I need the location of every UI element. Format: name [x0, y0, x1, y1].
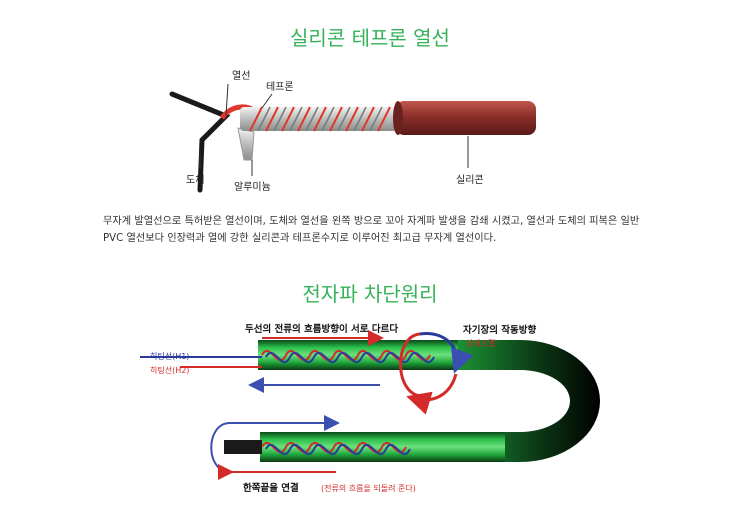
conductor-wire — [169, 91, 231, 193]
current-note: 두선의 전류의 흐름방향이 서로 다르다 — [245, 323, 398, 335]
section2-title: 전자파 차단원리 — [302, 282, 438, 306]
field-arrow-right-top — [419, 332, 474, 374]
upper-spiral — [261, 349, 435, 364]
aluminum-foil-strip — [237, 127, 255, 161]
leader-heating-wire — [225, 83, 229, 117]
lower-tube — [260, 432, 510, 462]
description-line-2: PVC 열선보다 인장력과 열에 강한 실리콘과 테프론수지로 이루어진 최고급… — [103, 233, 497, 244]
label-heating-wire: 열선 — [232, 70, 250, 82]
magnetic-sub: 상쇄소멸 — [466, 338, 495, 348]
emf-diagram: 두선의 전류의 흐름방향이 서로 다르다 자기장의 작동방향 상쇄소멸 히팅선(… — [140, 323, 600, 494]
label-aluminum: 알루미늄 — [234, 181, 271, 193]
description-line-1: 무자계 발열선으로 특허받은 열선이며, 도체와 열선을 왼쪽 방으로 꼬아 자… — [103, 216, 640, 227]
end-plug — [224, 440, 262, 454]
spiral-wraps — [249, 106, 391, 132]
description: 무자계 발열선으로 특허받은 열선이며, 도체와 열선을 왼쪽 방으로 꼬아 자… — [103, 213, 648, 247]
cable-illustration: 열선 테프론 도체 알루미늄 실리콘 — [169, 70, 536, 193]
label-silicone: 실리콘 — [456, 174, 484, 186]
label-h1: 히팅선(H1) — [150, 351, 189, 361]
magnetic-title: 자기장의 작동방향 — [463, 324, 536, 336]
leader-teflon — [261, 93, 273, 109]
silicone-jacket — [396, 101, 536, 135]
lower-spiral — [261, 441, 411, 456]
end-note: (전류의 흐름을 되돌려 준다) — [321, 483, 416, 493]
label-h2: 히팅선(H2) — [150, 365, 189, 375]
label-conductor: 도체 — [186, 174, 204, 186]
end-label: 한쪽끝을 연결 — [243, 482, 299, 494]
u-bend — [440, 340, 600, 462]
field-arrow-right-bottom — [406, 373, 458, 415]
section1-title: 실리콘 테프론 열선 — [290, 26, 450, 50]
label-teflon: 테프론 — [266, 81, 294, 93]
